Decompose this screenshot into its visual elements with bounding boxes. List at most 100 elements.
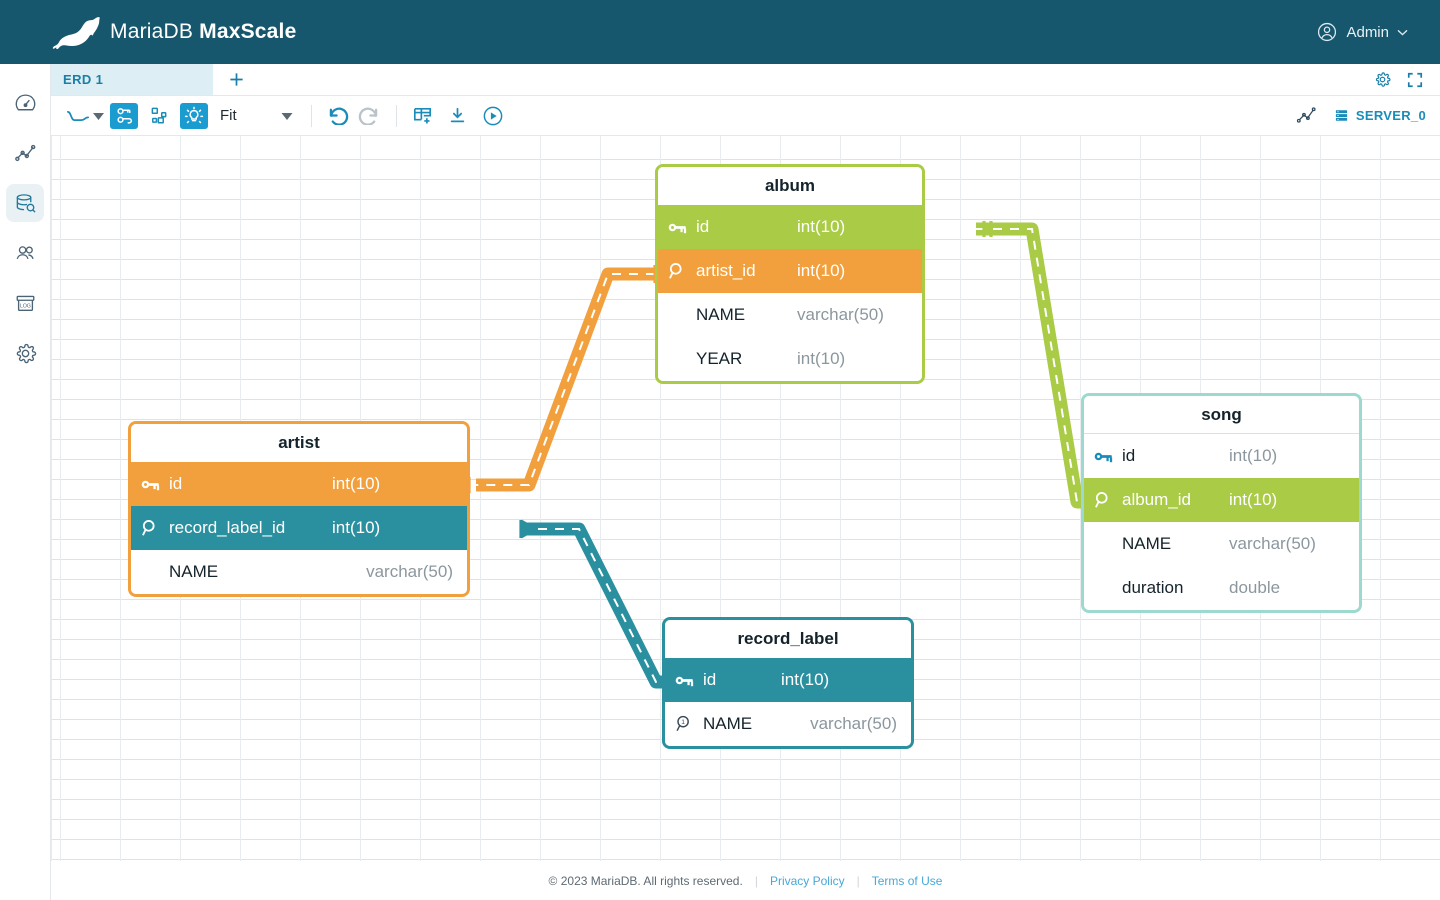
erd-table-song[interactable]: song id int(10) album_id int(10) NAME va… bbox=[1081, 393, 1362, 613]
footer-separator-1: | bbox=[754, 873, 758, 888]
table-row[interactable]: NAME varchar(50) bbox=[1084, 522, 1359, 566]
toggle-show-keys-button[interactable] bbox=[110, 102, 138, 129]
table-title: song bbox=[1084, 396, 1359, 434]
sidebar-item-query-editor[interactable] bbox=[6, 184, 44, 222]
primary-key-icon bbox=[658, 220, 696, 235]
gauge-icon bbox=[15, 93, 35, 110]
undo-button[interactable] bbox=[324, 103, 354, 129]
column-name: id bbox=[169, 474, 183, 493]
table-row[interactable]: record_label_id int(10) bbox=[131, 506, 467, 550]
copyright-text: © 2023 MariaDB. All rights reserved. bbox=[548, 873, 743, 888]
table-title: artist bbox=[131, 424, 467, 462]
table-row[interactable]: YEAR int(10) bbox=[658, 337, 922, 381]
add-table-button[interactable] bbox=[409, 103, 437, 129]
auto-arrange-button[interactable] bbox=[146, 103, 172, 129]
tab-strip: ERD 1 bbox=[51, 64, 1440, 96]
admin-menu[interactable]: Admin bbox=[1316, 21, 1408, 43]
sidebar-item-logs[interactable]: LOG bbox=[6, 284, 44, 322]
gear-icon bbox=[16, 343, 36, 363]
erd-table-artist[interactable]: artist id int(10) record_label_id int(10… bbox=[128, 421, 470, 597]
column-type: int(10) bbox=[332, 474, 381, 493]
server-selector[interactable]: SERVER_0 bbox=[1334, 108, 1426, 123]
link-shape-button[interactable] bbox=[65, 103, 91, 129]
user-circle-icon bbox=[1318, 22, 1337, 42]
column-name: NAME bbox=[703, 714, 753, 733]
toolbar-right: SERVER_0 bbox=[1294, 103, 1426, 129]
export-button[interactable] bbox=[445, 103, 471, 129]
table-row[interactable]: NAME varchar(50) bbox=[131, 550, 467, 594]
sidebar-item-settings[interactable] bbox=[6, 334, 44, 372]
column-type: int(10) bbox=[781, 670, 830, 689]
footer-separator-2: | bbox=[856, 873, 860, 888]
primary-key-icon bbox=[1084, 449, 1122, 464]
run-button[interactable] bbox=[479, 103, 507, 129]
cardinality-one bbox=[982, 221, 993, 237]
column-name: artist_id bbox=[696, 261, 756, 280]
new-tab-button[interactable] bbox=[213, 64, 259, 95]
table-row[interactable]: NAME varchar(50) bbox=[658, 293, 922, 337]
mariadb-seal-logo bbox=[52, 17, 100, 49]
index-icon bbox=[131, 518, 169, 538]
table-row[interactable]: id int(10) bbox=[131, 462, 467, 506]
tab-strip-actions bbox=[1374, 64, 1440, 95]
log-archive-icon: LOG bbox=[16, 295, 34, 311]
plus-icon bbox=[229, 73, 243, 86]
chevron-down-icon bbox=[1397, 29, 1408, 36]
table-row[interactable]: artist_id int(10) bbox=[658, 249, 922, 293]
privacy-policy-link[interactable]: Privacy Policy bbox=[769, 873, 845, 888]
table-row[interactable]: duration double bbox=[1084, 566, 1359, 610]
app-footer: © 2023 MariaDB. All rights reserved. | P… bbox=[51, 861, 1440, 900]
editor-settings-button[interactable] bbox=[1374, 71, 1391, 88]
table-row[interactable]: 1 NAME varchar(50) bbox=[665, 702, 911, 746]
column-type: int(10) bbox=[797, 217, 846, 236]
relation-album-artist[interactable] bbox=[460, 264, 670, 493]
column-type: int(10) bbox=[332, 518, 381, 537]
app-header: MariaDB MaxScale Admin bbox=[0, 0, 1440, 64]
column-name: NAME bbox=[1122, 534, 1172, 553]
column-type: double bbox=[1229, 578, 1281, 597]
download-icon bbox=[450, 107, 465, 123]
table-row[interactable]: id int(10) bbox=[665, 658, 911, 702]
table-row[interactable]: id int(10) bbox=[658, 205, 922, 249]
play-circle-icon bbox=[483, 106, 503, 125]
svg-text:1: 1 bbox=[681, 719, 685, 726]
redo-button[interactable] bbox=[354, 103, 384, 129]
auto-arrange-icon bbox=[151, 107, 166, 124]
sidebar-item-visualization[interactable] bbox=[6, 134, 44, 172]
column-name: id bbox=[696, 217, 710, 236]
zoom-level-caret[interactable] bbox=[281, 107, 293, 125]
tab-erd-1[interactable]: ERD 1 bbox=[51, 64, 213, 95]
erd-toolbar: Fit bbox=[51, 96, 1440, 136]
erd-table-album[interactable]: album id int(10) artist_id int(10) NAME … bbox=[655, 164, 925, 384]
brand-product: MaxScale bbox=[199, 20, 297, 43]
column-name: id bbox=[703, 670, 717, 689]
column-type: int(10) bbox=[797, 261, 846, 280]
tab-label: ERD 1 bbox=[63, 72, 104, 87]
key-link-icon bbox=[116, 108, 132, 124]
link-shape-caret[interactable] bbox=[93, 107, 104, 125]
terms-of-use-link[interactable]: Terms of Use bbox=[871, 873, 943, 888]
table-row[interactable]: id int(10) bbox=[1084, 434, 1359, 478]
erd-canvas[interactable]: album id int(10) artist_id int(10) NAME … bbox=[51, 136, 1440, 861]
table-row[interactable]: album_id int(10) bbox=[1084, 478, 1359, 522]
toggle-highlight-button[interactable] bbox=[180, 102, 208, 129]
sidebar-item-dashboard[interactable] bbox=[6, 84, 44, 122]
column-type: varchar(50) bbox=[810, 714, 897, 733]
column-name: duration bbox=[1122, 578, 1184, 597]
gear-icon bbox=[1375, 72, 1391, 87]
lightbulb-icon bbox=[184, 106, 204, 123]
fullscreen-button[interactable] bbox=[1407, 72, 1423, 88]
column-name: NAME bbox=[169, 562, 219, 581]
erd-table-record-label[interactable]: record_label id int(10) 1 NAME varchar(5… bbox=[662, 617, 914, 749]
unique-index-icon: 1 bbox=[665, 714, 703, 734]
brand-title: MariaDB MaxScale bbox=[110, 20, 296, 44]
line-chart-icon bbox=[1297, 107, 1317, 123]
undo-icon bbox=[329, 107, 349, 125]
sidebar-item-users[interactable] bbox=[6, 234, 44, 272]
add-table-icon bbox=[414, 108, 432, 124]
visualize-button[interactable] bbox=[1294, 103, 1320, 129]
users-icon bbox=[16, 245, 34, 259]
table-title: record_label bbox=[665, 620, 911, 658]
index-icon bbox=[1084, 490, 1122, 510]
primary-key-icon bbox=[665, 673, 703, 688]
